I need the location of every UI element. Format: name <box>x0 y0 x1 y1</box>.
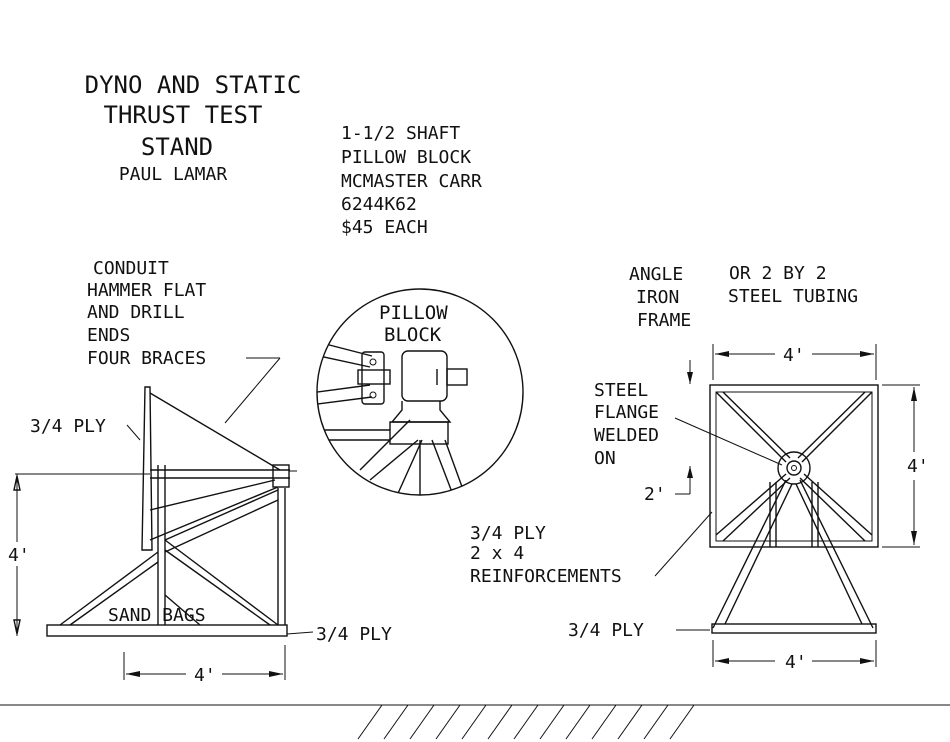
steel-flange <box>777 451 811 485</box>
front-base-plywood <box>711 623 877 634</box>
frame-note-angle-3: FRAME <box>637 310 691 331</box>
pillow-block-note: 1-1/2 SHAFT PILLOW BLOCK MCMASTER CARR 6… <box>341 123 482 238</box>
reinf-note-line-2: 2 x 4 <box>470 543 524 564</box>
sand-bags-label: SAND BAGS <box>108 605 206 626</box>
conduit-leader-diagonal <box>224 357 281 424</box>
lower-brace-1 <box>149 479 276 511</box>
pillow-block-detail: PILLOW BLOCK <box>316 288 524 496</box>
front-bottom-width-dimension: 4' <box>785 652 807 673</box>
pillow-note-line-1: 1-1/2 SHAFT <box>341 123 460 144</box>
frame-note-or-1: OR 2 BY 2 <box>729 263 827 284</box>
side-width-dimension: 4' <box>194 665 216 686</box>
detail-label-line-2: BLOCK <box>384 324 442 346</box>
conduit-note-line-2: HAMMER FLAT <box>87 280 206 301</box>
propeller-plate <box>141 386 153 551</box>
ply-top-leader <box>126 424 141 441</box>
frame-outer <box>709 384 879 548</box>
flange-note-line-3: WELDED <box>594 425 659 446</box>
ground-line <box>0 704 950 740</box>
ply-base-leader <box>286 631 314 635</box>
conduit-note-line-4: ENDS <box>87 325 130 346</box>
side-ply-top-label: 3/4 PLY <box>30 416 106 437</box>
conduit-note-line-3: AND DRILL <box>87 302 185 323</box>
pillow-note-line-2: PILLOW BLOCK <box>341 147 471 168</box>
title-author: PAUL LAMAR <box>119 164 228 185</box>
front-offset-dimension: 2' <box>644 484 666 505</box>
flange-note-line-1: STEEL <box>594 380 648 401</box>
side-ply-base-label: 3/4 PLY <box>316 624 392 645</box>
flange-note-line-2: FLANGE <box>594 402 659 423</box>
side-view: 3/4 PLY SAND BAGS 3/4 PLY <box>8 386 392 686</box>
front-view: ANGLE IRON FRAME OR 2 BY 2 STEEL TUBING … <box>470 263 929 673</box>
title-line-1: DYNO AND STATIC <box>85 71 302 99</box>
top-brace <box>149 392 281 471</box>
title-block: DYNO AND STATIC THRUST TEST STAND PAUL L… <box>85 71 302 185</box>
frame-note-or-2: STEEL TUBING <box>728 286 858 307</box>
rear-mount <box>272 464 290 488</box>
lower-brace-2 <box>149 486 279 541</box>
base-block <box>389 421 449 445</box>
reinf-leader <box>654 511 713 577</box>
front-top-width-dimension: 4' <box>783 345 805 366</box>
pillow-block-part <box>357 350 468 445</box>
conduit-note: CONDUIT HAMMER FLAT AND DRILL ENDS FOUR … <box>87 258 281 424</box>
conduit-note-line-1: CONDUIT <box>93 258 169 279</box>
base-plywood <box>46 624 288 637</box>
detail-label-line-1: PILLOW <box>379 302 448 324</box>
flange-leader <box>674 417 783 466</box>
front-ply-base-label: 3/4 PLY <box>568 620 644 641</box>
shaft-end <box>446 368 468 386</box>
title-line-3: STAND <box>141 133 213 161</box>
frame-note-angle-1: ANGLE <box>629 264 683 285</box>
bearing-housing <box>401 350 448 402</box>
side-height-dimension: 4' <box>8 545 30 566</box>
ground-hatching <box>357 704 695 740</box>
reinf-note-line-1: 3/4 PLY <box>470 523 546 544</box>
pillow-note-line-5: $45 EACH <box>341 217 428 238</box>
hinge-knuckle <box>357 369 391 385</box>
pillow-note-line-3: MCMASTER CARR <box>341 171 482 192</box>
title-line-2: THRUST TEST <box>104 101 263 129</box>
reinf-note-line-3: REINFORCEMENTS <box>470 566 622 587</box>
conduit-note-line-5: FOUR BRACES <box>87 348 206 369</box>
detail-frame-members <box>317 339 466 495</box>
bearing-base <box>390 401 452 423</box>
frame-note-angle-2: IRON <box>636 287 679 308</box>
pillow-note-line-4: 6244K62 <box>341 194 417 215</box>
flange-note-line-4: ON <box>594 448 616 469</box>
front-right-height-dimension: 4' <box>907 456 929 477</box>
flange-plate <box>361 351 385 405</box>
frame-inner <box>715 391 873 542</box>
